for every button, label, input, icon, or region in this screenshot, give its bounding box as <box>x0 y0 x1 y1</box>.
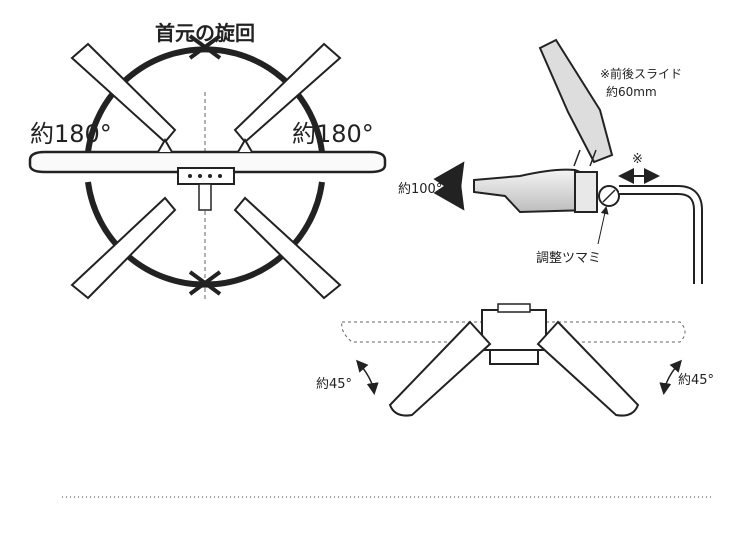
center-stem <box>198 183 212 211</box>
head-rotation-diagram: 首元の旋回 約180° 約180° <box>28 21 387 300</box>
side-view-diagram: ※前後スライド 約60mm 約100° ※ 調整ツマミ <box>398 38 703 284</box>
head-center-block <box>177 167 235 185</box>
side-arm <box>619 187 701 284</box>
bottom-arc-arrowheads <box>188 270 222 296</box>
arm-fold-diagram: 約45° 約45° <box>316 303 714 417</box>
fold-arm-right <box>536 320 640 417</box>
slide-note-line2: 約60mm <box>606 84 657 99</box>
head-rotation-title: 首元の旋回 <box>155 21 255 45</box>
arm-lower-left <box>70 196 177 300</box>
right-fold-arrow-icon <box>659 359 682 395</box>
arm-positions <box>70 42 342 300</box>
knob-label: 調整ツマミ <box>536 251 601 266</box>
tilted-head <box>538 38 614 164</box>
fold-arm-left <box>388 320 492 417</box>
left-rotation-angle: 約180° <box>30 120 112 148</box>
left-pivot <box>157 138 173 153</box>
slide-marker: ※ <box>632 152 643 167</box>
right-fold-angle: 約45° <box>678 373 714 388</box>
left-fold-arrow-icon <box>356 359 379 395</box>
tilt-angle-label: 約100° <box>398 182 442 197</box>
arm-upper-right <box>233 42 342 144</box>
knob-leader-line <box>597 206 609 245</box>
head-bar <box>28 150 387 174</box>
flat-outline <box>341 321 686 343</box>
top-arc-arrowheads <box>188 34 222 60</box>
tilt-arc-icon <box>433 161 465 211</box>
side-head <box>473 168 591 214</box>
arm-upper-left <box>70 42 177 144</box>
left-fold-angle: 約45° <box>316 377 352 392</box>
head-mount <box>574 171 598 213</box>
fold-center-block <box>481 309 547 351</box>
arm-lower-right <box>233 196 342 300</box>
right-rotation-angle: 約180° <box>292 120 374 148</box>
slide-note-line1: ※前後スライド <box>600 66 682 81</box>
right-pivot <box>237 138 253 153</box>
